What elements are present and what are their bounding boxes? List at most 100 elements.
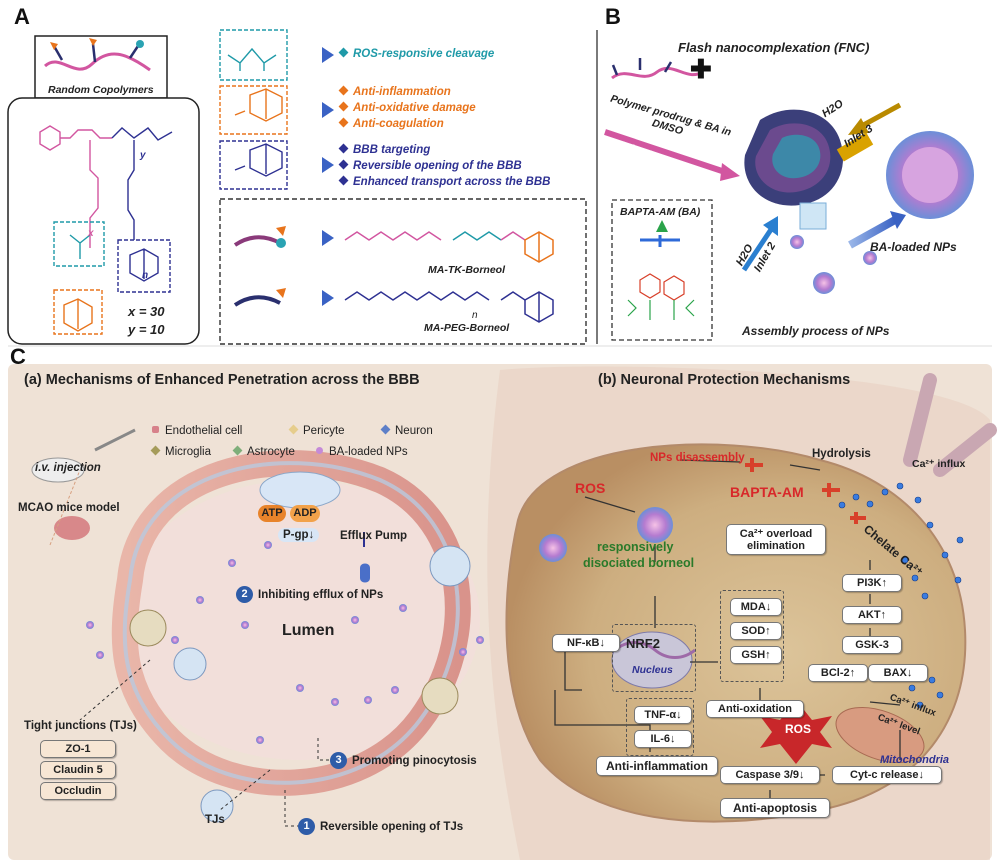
ros-mito-label: ROS xyxy=(785,722,812,736)
anti-oxidation-box: Anti-oxidation xyxy=(706,700,804,718)
lumen-label: Lumen xyxy=(282,622,335,639)
mda-box: MDA↓ xyxy=(730,598,782,616)
bcl2-box: BCl-2↑ xyxy=(808,664,868,682)
bapta-am-cell-label: BAPTA-AM xyxy=(730,484,804,500)
calcium-dots xyxy=(838,482,964,709)
monomer-tk-label: MA-TK-Borneol xyxy=(428,264,505,276)
fnc-title: Flash nanocomplexation (FNC) xyxy=(678,40,870,55)
cytokines-box xyxy=(626,698,694,756)
feature-anti-inflammation: Anti-inflammation xyxy=(338,85,451,98)
nucleus-box xyxy=(612,624,696,692)
nfkb-box: NF-κB↓ xyxy=(552,634,620,652)
anti-inflammation-box: Anti-inflammation xyxy=(596,756,718,776)
bapta-am-label: BAPTA-AM (BA) xyxy=(620,206,701,218)
tj-claudin5: Claudin 5 xyxy=(40,761,116,779)
cytc-box: Cyt-c release↓ xyxy=(832,766,942,784)
svg-text:✚: ✚ xyxy=(690,54,712,84)
astrocyte-icon xyxy=(232,445,243,456)
nps-disassembly-label: NPs disassembly xyxy=(650,452,745,464)
monomer-peg-label: MA-PEG-Borneol xyxy=(424,322,510,334)
legend-ba-nps: BA-loaded NPs xyxy=(316,446,408,458)
antioxidant-markers-box xyxy=(720,590,784,682)
iv-injection-label: i.v. injection xyxy=(35,462,101,474)
anti-apoptosis-box: Anti-apoptosis xyxy=(720,798,830,818)
panel-ca-title: (a) Mechanisms of Enhanced Penetration a… xyxy=(24,372,420,388)
ca-overload-box: Ca²⁺ overload elimination xyxy=(726,524,826,555)
nrf2-label: NRF2 xyxy=(626,636,660,651)
diamond-icon xyxy=(338,117,349,128)
bapta-box xyxy=(611,199,713,341)
legend-endothelial: Endothelial cell xyxy=(152,425,242,437)
y-value: y = 10 xyxy=(128,322,165,337)
gsh-box: GSH↑ xyxy=(730,646,782,664)
ba-loaded-nps-label: BA-loaded NPs xyxy=(870,240,957,254)
feature-icons xyxy=(219,29,288,190)
step-number-2: 2 xyxy=(236,586,253,603)
legend-neuron: Neuron xyxy=(380,424,433,437)
cell-illustrations xyxy=(129,545,471,823)
monomer-box xyxy=(219,198,587,345)
feature-bbb-targeting: BBB targeting xyxy=(338,143,430,156)
monomer-structures xyxy=(233,226,554,323)
il6-box: IL-6↓ xyxy=(634,730,692,748)
mouse-illustration xyxy=(31,428,136,546)
disociated-borneol-label: disociated borneol xyxy=(583,556,695,570)
adp-badge: ADP xyxy=(290,505,320,522)
panel-label-c: C xyxy=(10,344,26,369)
bax-box: BAX↓ xyxy=(868,664,928,682)
mcao-label: MCAO mice model xyxy=(18,502,120,514)
akt-box: AKT↑ xyxy=(842,606,902,624)
step-number-3: 3 xyxy=(330,752,347,769)
caspase-box: Caspase 3/9↓ xyxy=(720,766,820,784)
microglia-icon xyxy=(150,445,161,456)
atp-badge: ATP xyxy=(258,505,286,522)
feature-anti-oxidative: Anti-oxidative damage xyxy=(338,101,476,114)
pgp-label: P-gp↓ xyxy=(278,528,320,542)
nanoparticles-lumen xyxy=(86,541,484,744)
legend-microglia: Microglia xyxy=(150,445,211,458)
polymer-structure xyxy=(39,125,173,335)
diamond-icon xyxy=(338,47,349,58)
responsive-label: responsively xyxy=(597,540,674,554)
panel-ca-callouts xyxy=(79,659,330,827)
n-variable-a: n xyxy=(142,270,149,281)
x-value: x = 30 xyxy=(128,304,165,319)
tj-zo1: ZO-1 xyxy=(40,740,116,758)
fnc-device: ✚ xyxy=(604,54,974,294)
pi3k-box: PI3K↑ xyxy=(842,574,902,592)
assembly-process-label: Assembly process of NPs xyxy=(742,324,890,338)
n-variable-b: n xyxy=(472,310,478,321)
bapta-molecules xyxy=(745,458,866,524)
step-1-label: 1 Reversible opening of TJs xyxy=(298,818,463,835)
gsk3-box: GSK-3 xyxy=(842,636,902,654)
diamond-icon xyxy=(338,85,349,96)
diamond-icon xyxy=(338,101,349,112)
pericyte-icon xyxy=(288,424,299,435)
efflux-pump-label: Efflux Pump xyxy=(340,530,408,542)
tight-junctions-title: Tight junctions (TJs) xyxy=(24,720,137,732)
copolymer-schematic xyxy=(34,35,168,99)
diamond-icon xyxy=(338,143,349,154)
sod-box: SOD↑ xyxy=(730,622,782,640)
random-copolymers-label: Random Copolymers xyxy=(48,84,154,96)
feature-enhanced-transport: Enhanced transport across the BBB xyxy=(338,175,550,188)
tjs-label: TJs xyxy=(205,814,225,826)
panel-label-b: B xyxy=(605,4,621,29)
feature-reversible-opening: Reversible opening of the BBB xyxy=(338,159,522,172)
tj-occludin: Occludin xyxy=(40,782,116,800)
structure-frame xyxy=(7,97,200,345)
panel-label-a: A xyxy=(14,4,30,29)
feature-arrows xyxy=(292,47,334,306)
step-3-label: 3 Promoting pinocytosis xyxy=(330,752,477,769)
feature-ros: ROS-responsive cleavage xyxy=(338,47,494,60)
step-number-1: 1 xyxy=(298,818,315,835)
x-variable: x xyxy=(88,228,94,239)
endothelial-cell-icon xyxy=(152,426,159,433)
legend-pericyte: Pericyte xyxy=(288,424,345,437)
nanoparticle-icon xyxy=(316,447,323,454)
feature-anti-coagulation: Anti-coagulation xyxy=(338,117,444,130)
diamond-icon xyxy=(338,159,349,170)
nucleus-label: Nucleus xyxy=(632,664,673,676)
ca-influx-top-label: Ca²⁺ influx xyxy=(912,458,966,470)
